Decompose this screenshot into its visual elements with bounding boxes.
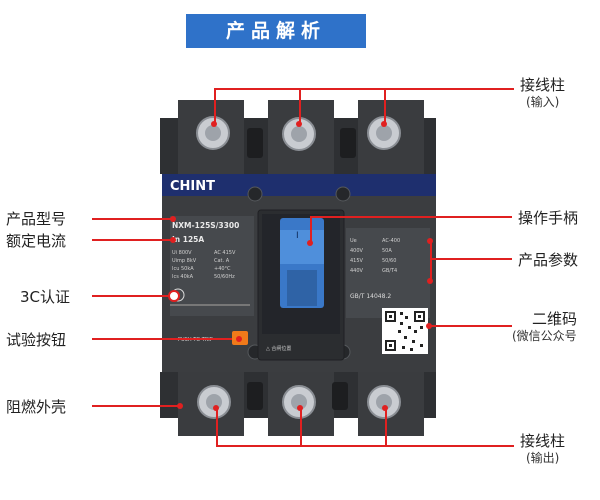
- input-terminal-label: 接线柱: [520, 76, 566, 94]
- input-terminal-sub: (输入): [526, 95, 560, 109]
- svg-text:GB/T4: GB/T4: [382, 268, 397, 274]
- input-terminal-screws: [196, 116, 401, 158]
- params-leader-line: [430, 258, 512, 260]
- test-button-callout-label: 试验按钮: [6, 331, 67, 349]
- product-params-label: 产品参数: [518, 251, 579, 269]
- test-button-label: PUSH TO TRIP: [178, 337, 213, 343]
- input-leader-line: [214, 88, 514, 90]
- rated-current-text: In 125A: [172, 235, 204, 244]
- rated-leader-line: [92, 239, 172, 241]
- title-banner: 产品解析: [186, 14, 366, 48]
- model-leader-line: [92, 218, 172, 220]
- test-leader-line: [92, 338, 232, 340]
- svg-text:Uimp 8kV: Uimp 8kV: [172, 258, 197, 264]
- svg-text:50/60: 50/60: [382, 258, 396, 264]
- housing-leader-line: [92, 405, 180, 407]
- flame-housing-label: 阻燃外壳: [6, 398, 67, 416]
- brand-logo: CHINT: [170, 179, 215, 194]
- svg-text:△ 合闸位置: △ 合闸位置: [266, 345, 291, 352]
- svg-text:Ics 40kA: Ics 40kA: [172, 274, 194, 280]
- svg-text:440V: 440V: [350, 268, 364, 274]
- handle-leader-line: [310, 216, 512, 218]
- qr-code-sub: (微信公众号: [512, 329, 577, 343]
- rated-current-label: 额定电流: [6, 232, 67, 250]
- qr-code-label: 二维码: [532, 310, 578, 328]
- svg-text:Ue: Ue: [350, 238, 357, 244]
- svg-text:50A: 50A: [382, 248, 392, 254]
- qr-leader-line: [428, 325, 512, 327]
- standard-text: GB/T 14048.2: [350, 293, 391, 300]
- svg-text:Ui 800V: Ui 800V: [172, 250, 192, 256]
- banner-title: 产品解析: [225, 20, 326, 42]
- output-terminal-label: 接线柱: [520, 432, 566, 450]
- svg-text:AC 415V: AC 415V: [214, 250, 236, 256]
- output-terminal-sub: (输出): [526, 451, 560, 465]
- svg-text:Icu 50kA: Icu 50kA: [172, 266, 194, 272]
- ccc-cert-label: 3C认证: [20, 288, 71, 306]
- product-model-label: 产品型号: [6, 210, 67, 228]
- svg-text:50/60Hz: 50/60Hz: [214, 274, 235, 280]
- operating-handle: I: [280, 218, 324, 308]
- svg-text:I: I: [296, 231, 299, 241]
- qr-code: [382, 308, 428, 354]
- operating-handle-label: 操作手柄: [518, 209, 579, 227]
- svg-text:AC-400: AC-400: [382, 238, 400, 244]
- ccc-leader-line: [92, 295, 170, 297]
- output-terminal-screws: [197, 382, 401, 419]
- svg-text:+40°C: +40°C: [214, 266, 231, 272]
- svg-text:400V: 400V: [350, 248, 364, 254]
- output-leader-line: [216, 445, 514, 447]
- model-text: NXM-125S/3300: [172, 221, 239, 230]
- svg-text:Cat. A: Cat. A: [214, 258, 230, 264]
- svg-text:415V: 415V: [350, 258, 364, 264]
